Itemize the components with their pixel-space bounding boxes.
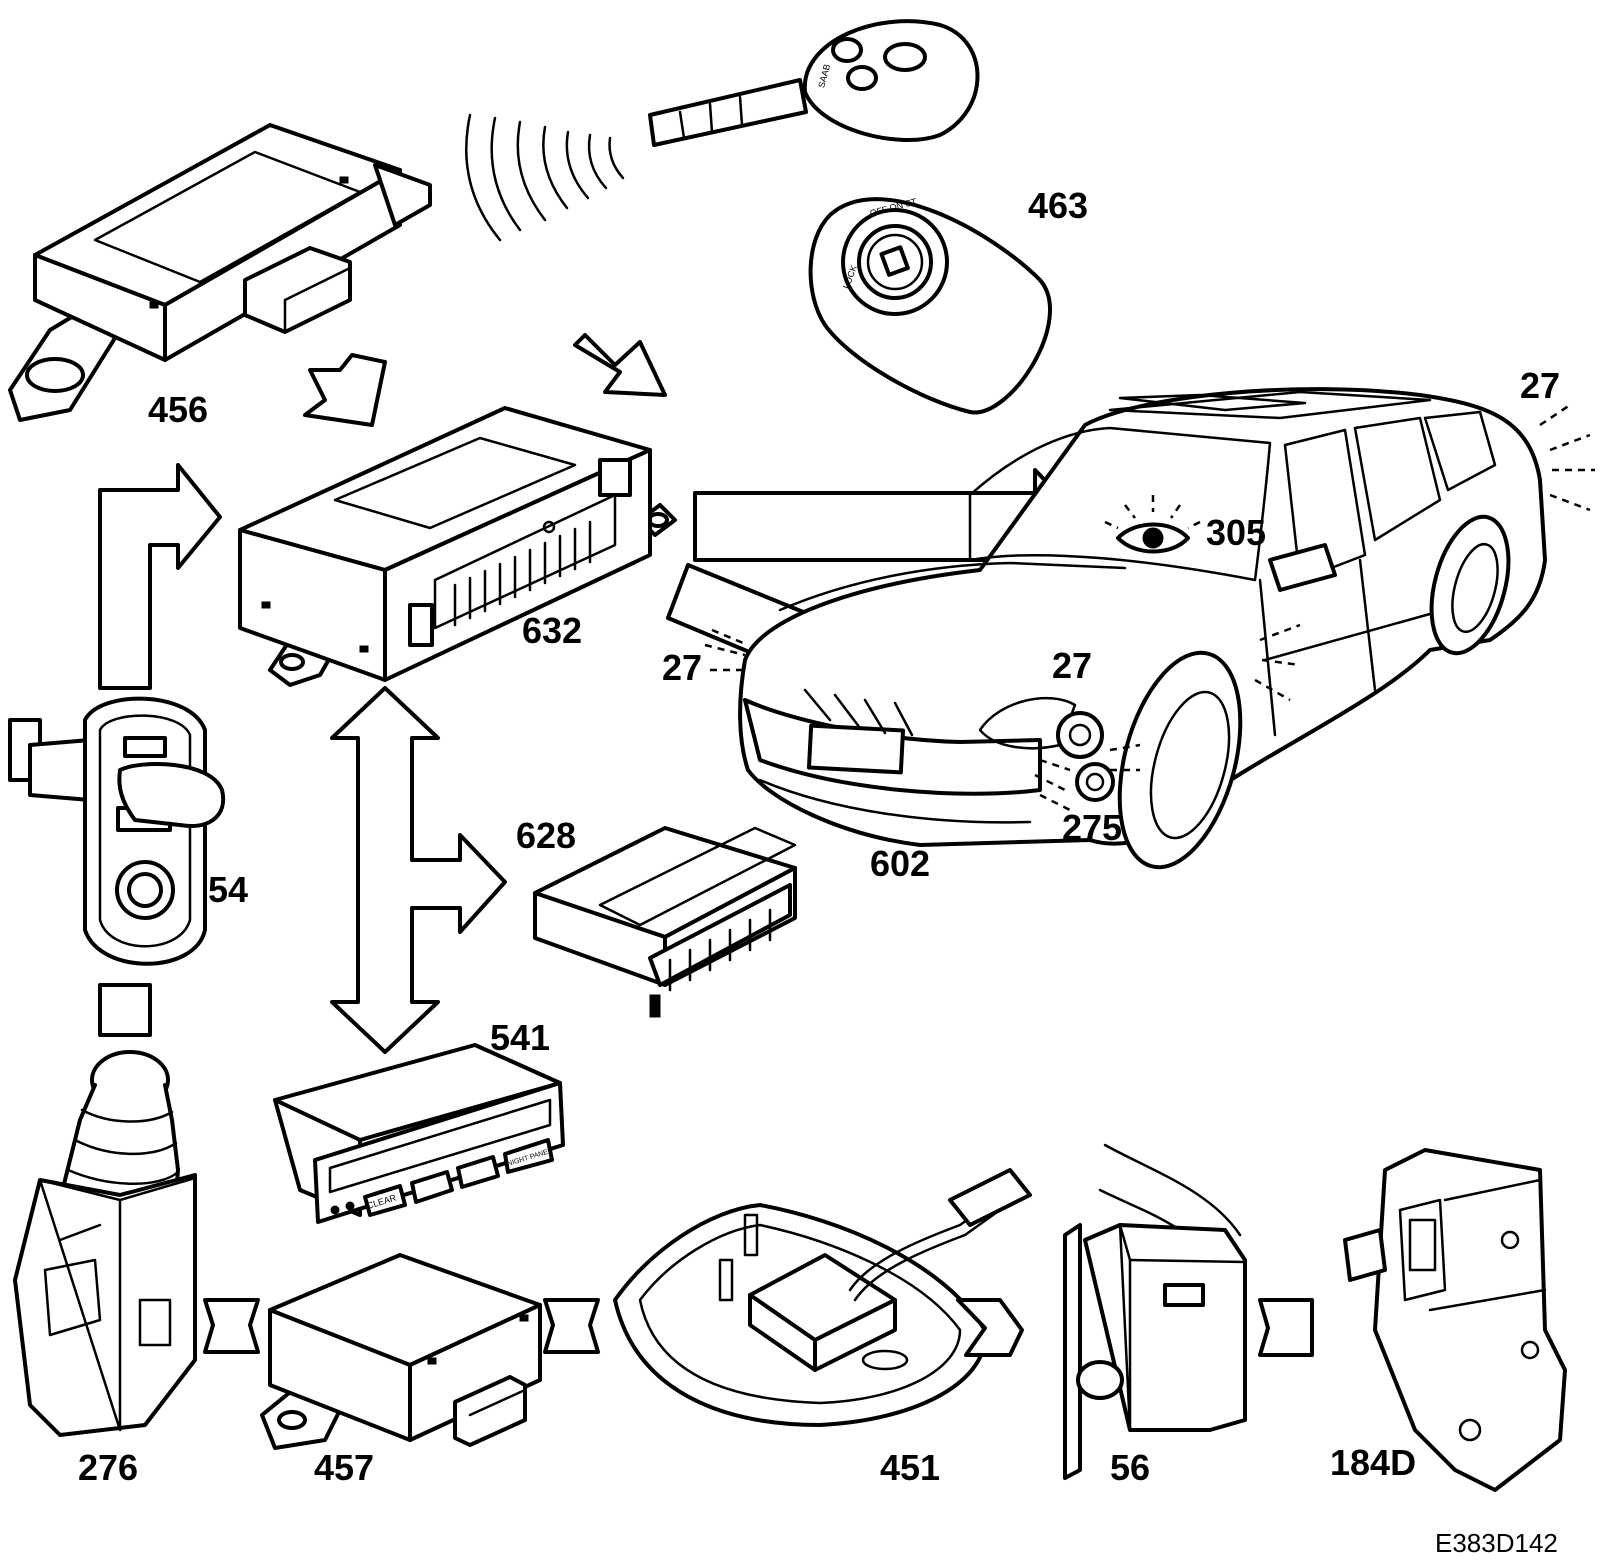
label-27-front: 27 bbox=[1052, 645, 1092, 686]
label-27-left: 27 bbox=[662, 647, 702, 688]
key-fob-transmitter: SAAB bbox=[648, 19, 980, 147]
component-54-lock-cylinder bbox=[8, 696, 226, 966]
component-602-car bbox=[738, 387, 1547, 870]
label-451: 451 bbox=[880, 1447, 940, 1488]
label-276: 276 bbox=[78, 1447, 138, 1488]
component-463-ignition-switch: OFF ON ST LOCK bbox=[808, 196, 1052, 415]
arrow-463-to-632 bbox=[573, 333, 667, 397]
connector-276-457 bbox=[203, 1298, 260, 1354]
component-628-module bbox=[533, 826, 797, 1018]
arrow-632-541-628 bbox=[330, 686, 507, 1054]
connector-451-56 bbox=[956, 1298, 1024, 1357]
label-456: 456 bbox=[148, 389, 208, 430]
label-457: 457 bbox=[314, 1447, 374, 1488]
warning-lamp-eye-icon bbox=[1104, 495, 1201, 554]
component-632-control-module bbox=[238, 406, 677, 687]
component-184d-door-lock bbox=[1343, 1148, 1567, 1492]
connector-54-276 bbox=[98, 983, 152, 1037]
figure-reference-code: E383D142 bbox=[1435, 1528, 1558, 1558]
component-56-door-switch bbox=[1063, 1143, 1247, 1480]
label-541: 541 bbox=[490, 1017, 550, 1058]
arrow-54-to-632 bbox=[98, 463, 222, 690]
label-632: 632 bbox=[522, 610, 582, 651]
component-541-info-display: CLEAR NIGHT PANEL bbox=[273, 1043, 565, 1224]
component-276-gear-selector bbox=[13, 1050, 197, 1437]
label-628: 628 bbox=[516, 815, 576, 856]
component-456-receiver bbox=[8, 123, 432, 422]
component-457-module bbox=[260, 1253, 542, 1450]
arrow-456-to-632 bbox=[303, 353, 387, 427]
label-56: 56 bbox=[1110, 1447, 1150, 1488]
label-184d: 184D bbox=[1330, 1442, 1416, 1483]
label-275: 275 bbox=[1062, 807, 1122, 848]
component-451-roof-console bbox=[613, 1168, 1032, 1427]
radio-signal-waves-icon bbox=[465, 113, 625, 242]
label-305: 305 bbox=[1206, 512, 1266, 553]
label-602: 602 bbox=[870, 843, 930, 884]
flashing-light-rays bbox=[704, 403, 1595, 702]
label-27-rear: 27 bbox=[1520, 365, 1560, 406]
connector-457-451 bbox=[543, 1298, 600, 1354]
label-54: 54 bbox=[208, 869, 248, 910]
connector-56-184d bbox=[1258, 1298, 1314, 1357]
component-275-horn bbox=[1034, 711, 1141, 812]
label-463: 463 bbox=[1028, 185, 1088, 226]
